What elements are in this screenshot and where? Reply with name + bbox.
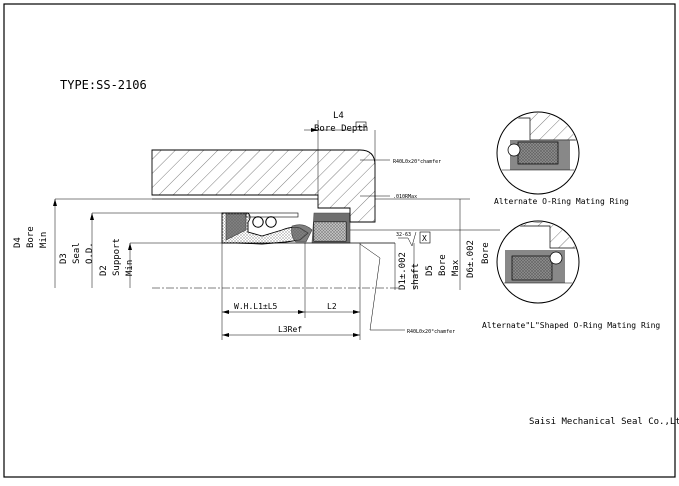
d1-shaft-label: shaft [411,263,421,290]
d6-label: D6±.002 [466,240,476,278]
whl-label: W.H.L1±L5 [234,302,278,311]
d5-label: D5 [425,265,435,276]
detail-lshape [496,220,580,304]
housing-section [151,149,376,223]
d3-label: D3 [59,253,69,264]
l3-label: L3Ref [278,325,302,334]
d2-support-label: Support [112,238,122,276]
detail-oring [496,111,580,195]
d3-od-label: O.D. [85,242,95,264]
d4-label: D4 [13,237,23,248]
d2-label: D2 [99,265,109,276]
chamfer-note-top: R40L0x20°chamfer [393,159,441,165]
spring-coil-1 [252,216,264,228]
company-name: Saisi Mechanical Seal Co.,Ltd [529,417,679,427]
bore-depth-label: Bore Depth [314,124,368,134]
mating-ring [311,212,351,244]
d3-seal-label: Seal [72,242,82,264]
d1-label: D1±.002 [398,252,408,290]
oring-caption: Alternate O-Ring Mating Ring [494,197,629,206]
max-note: .010RMax [393,194,417,200]
datum-label: X [422,234,427,243]
d5-max-label: Max [451,259,461,276]
datum-box [419,231,431,244]
finish-note: 32-63 [396,232,411,238]
l4-label: L4 [333,111,344,121]
seal-head [221,212,313,245]
spring-coil-2 [265,216,277,228]
l2-label: L2 [327,302,337,311]
d2-min-label: Min [125,260,135,276]
sheet-border [3,3,676,478]
drawing-title: TYPE:SS-2106 [60,78,147,92]
lshape-caption: Alternate"L"Shaped O-Ring Mating Ring [482,321,660,330]
d4-min-label: Min [39,232,49,248]
d6-bore-label: Bore [481,242,491,264]
d4-bore-label: Bore [26,226,36,248]
chamfer-note-bottom: R40L0x20°chamfer [407,329,455,335]
spring-retainer [245,212,299,218]
d5-bore-label: Bore [438,254,448,276]
